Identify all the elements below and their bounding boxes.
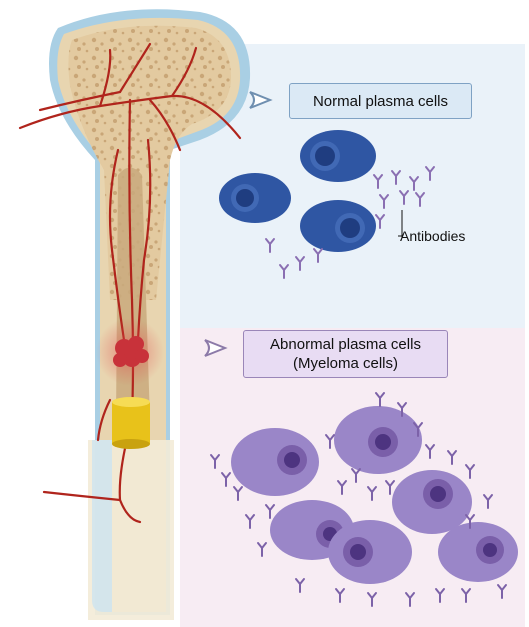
abnormal-label-line1: Abnormal plasma cells bbox=[270, 335, 421, 354]
myeloma-cell bbox=[231, 428, 319, 496]
abnormal-plasma-cells-label: Abnormal plasma cells (Myeloma cells) bbox=[243, 330, 448, 378]
normal-cell bbox=[300, 200, 376, 252]
myeloma-cell bbox=[334, 406, 422, 474]
abnormal-label-line2: (Myeloma cells) bbox=[293, 354, 398, 373]
myeloma-cell bbox=[328, 520, 412, 584]
antibodies-label: Antibodies bbox=[400, 228, 465, 244]
implant-cylinder bbox=[112, 397, 150, 449]
myeloma-cell bbox=[392, 470, 472, 534]
tumor-mass bbox=[96, 318, 164, 386]
myeloma-cell bbox=[438, 522, 518, 582]
normal-label-text: Normal plasma cells bbox=[313, 92, 448, 111]
normal-cell bbox=[219, 173, 291, 223]
normal-cell bbox=[300, 130, 376, 182]
normal-plasma-cells-label: Normal plasma cells bbox=[289, 83, 472, 119]
